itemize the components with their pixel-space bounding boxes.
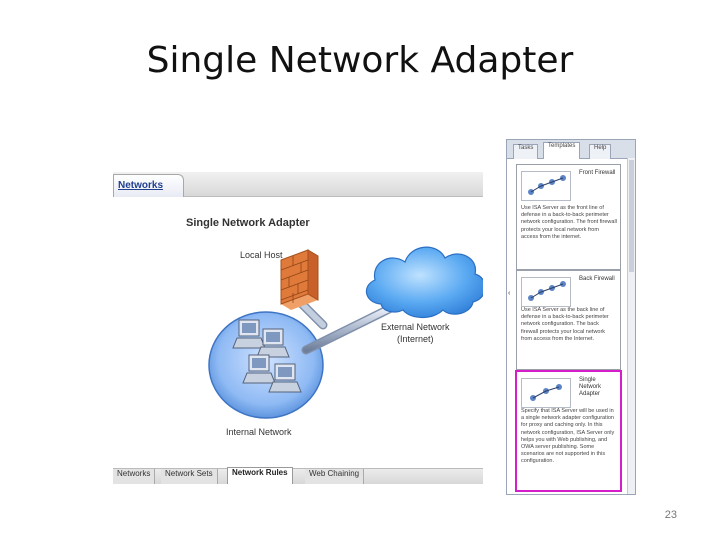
network-diagram-graphic <box>208 246 483 419</box>
tab-templates[interactable]: Templates <box>543 142 581 159</box>
slide-title: Single Network Adapter <box>146 40 574 81</box>
templates-task-panel: Tasks Templates Help Front Firewall Use … <box>506 139 636 495</box>
back-firewall-template-icon <box>521 277 571 307</box>
single-network-adapter-template-icon <box>521 378 571 408</box>
internal-computers-icon <box>232 319 302 393</box>
template-back-firewall[interactable]: Back Firewall Use ISA Server as the back… <box>516 270 621 370</box>
panel-scrollbar-thumb[interactable] <box>629 160 634 272</box>
bottom-tab-strip: Networks Network Sets Network Rules Web … <box>113 467 483 484</box>
internal-network-label: Internal Network <box>226 427 292 437</box>
template-description: Specify that ISA Server will be used in … <box>521 408 615 465</box>
panel-scrollbar[interactable] <box>627 158 635 494</box>
external-network-label: External Network <box>381 322 450 332</box>
page-number: 23 <box>664 509 677 521</box>
tab-network-sets[interactable]: Network Sets <box>161 469 218 484</box>
template-single-network-adapter[interactable]: Single Network Adapter Specify that ISA … <box>515 370 622 492</box>
template-front-firewall[interactable]: Front Firewall Use ISA Server as the fro… <box>516 164 621 270</box>
tab-help[interactable]: Help <box>589 144 612 159</box>
front-firewall-template-icon <box>521 171 571 201</box>
internet-cloud-icon <box>365 246 483 319</box>
tab-web-chaining[interactable]: Web Chaining <box>305 469 365 484</box>
template-description: Use ISA Server as the front line of defe… <box>521 205 617 240</box>
internet-label: (Internet) <box>397 334 434 344</box>
tab-networks[interactable]: Networks <box>113 469 156 484</box>
firewall-icon <box>280 249 319 310</box>
tab-network-rules[interactable]: Network Rules <box>227 467 293 484</box>
networks-header-tab[interactable]: Networks <box>113 174 185 197</box>
diagram-title: Single Network Adapter <box>186 217 310 229</box>
diagram-header-bar: Networks <box>113 172 483 197</box>
panel-tab-strip: Tasks Templates Help <box>507 140 635 159</box>
network-diagram-panel: Networks Single Network Adapter <box>113 172 483 484</box>
template-name: Single Network Adapter <box>579 377 602 397</box>
local-host-label: Local Host <box>240 250 283 260</box>
template-description: Use ISA Server as the back line of defen… <box>521 307 609 342</box>
tab-tasks[interactable]: Tasks <box>513 144 539 159</box>
template-name: Front Firewall <box>579 170 616 176</box>
template-name: Back Firewall <box>579 276 615 282</box>
scroll-left-arrow-icon[interactable]: ‹ <box>508 290 511 297</box>
